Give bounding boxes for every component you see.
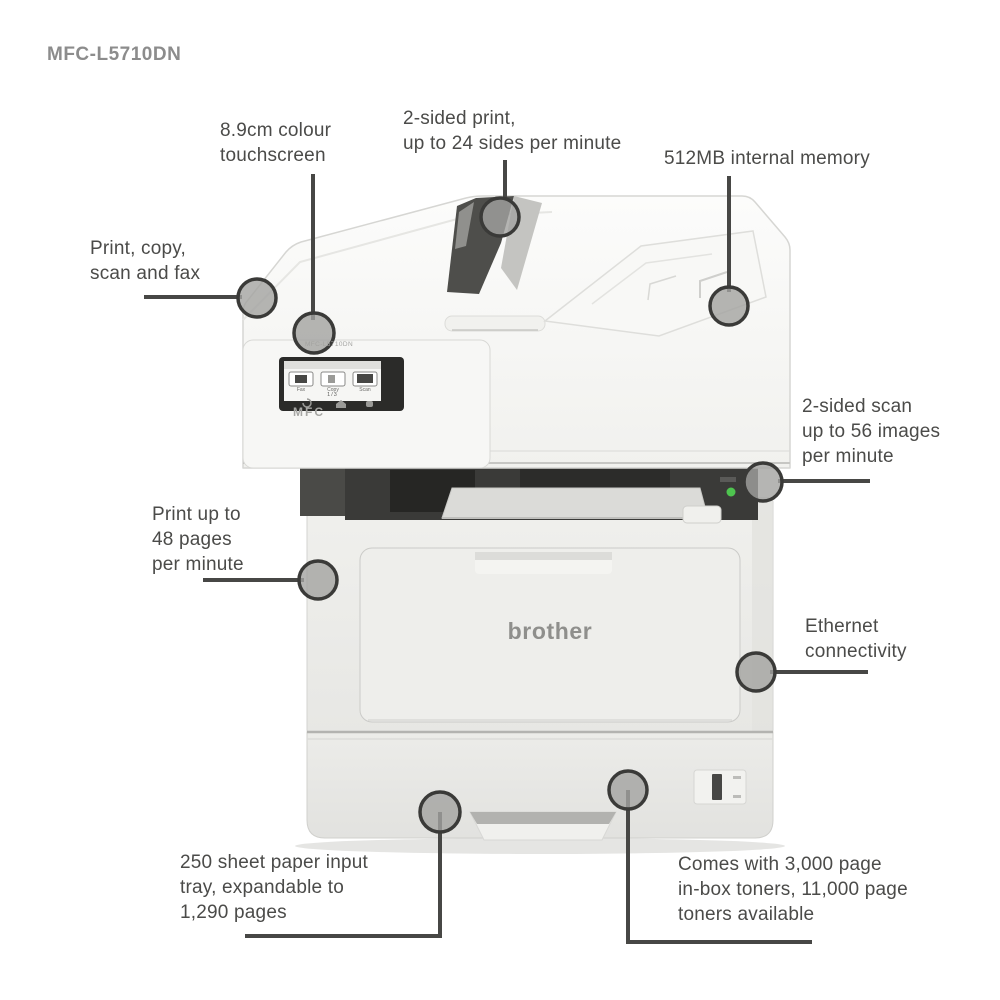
scan-icon [357, 374, 373, 383]
screen-status-bar [284, 361, 381, 369]
callout-marker-duplex-print [479, 196, 521, 238]
status-led [726, 487, 736, 497]
lid-grip-notch [444, 315, 546, 332]
callout-label-duplex-scan: 2-sided scan up to 56 images per minute [802, 396, 941, 467]
flap-line-1 [591, 253, 713, 305]
flap-line-2 [699, 271, 728, 298]
callout-label-print-copy-scan-fax: Print, copy, scan and fax [90, 238, 201, 284]
body-right-shade [752, 500, 772, 732]
callout-marker-paper-tray [418, 790, 462, 834]
cover-release-button [682, 505, 722, 524]
callout-label-ethernet: Ethernet connectivity [805, 616, 907, 662]
tray-handle-shadow [470, 812, 616, 824]
cover-grip-shadow [475, 552, 612, 560]
adf-slot-inner [455, 202, 474, 249]
front-cover [359, 547, 741, 723]
callout-label-duplex-print: 2-sided print, up to 24 sides per minute [403, 108, 622, 154]
paper-level-bar [712, 774, 722, 800]
callout-label-print-speed: Print up to 48 pages per minute [152, 504, 244, 575]
callout-line-paper-tray [245, 812, 442, 938]
home-icon [336, 400, 346, 408]
callout-label-touchscreen: 8.9cm colour touchscreen [220, 120, 332, 166]
fax-icon [295, 375, 307, 383]
led-label [720, 477, 736, 482]
back-icon [302, 398, 312, 408]
page-title: MFC-L5710DN [47, 44, 182, 65]
paper-level-tick-top [733, 776, 741, 779]
floor-shadow [295, 838, 785, 854]
screen-tile-copy-label: Copy [327, 387, 339, 393]
callout-marker-toner [607, 769, 649, 811]
cavity-detail-2 [520, 468, 670, 488]
callout-label-memory: 512MB internal memory [664, 148, 870, 169]
screen-tile-fax-label: Fax [296, 387, 306, 393]
output-shelf [441, 487, 709, 519]
callout-marker-duplex-scan [742, 461, 784, 503]
callout-marker-print-speed [297, 559, 339, 601]
flap-line-3 [647, 275, 677, 301]
paper-level-tick-bottom [733, 795, 741, 798]
phone-icon [366, 401, 373, 407]
callout-marker-touchscreen [292, 311, 336, 355]
panel-brand-text: MFC [293, 405, 325, 419]
callout-line-toner [626, 790, 812, 944]
brother-logo: brother [507, 618, 593, 644]
callout-marker-ethernet [735, 651, 777, 693]
callout-label-toner: Comes with 3,000 page in-box toners, 11,… [678, 854, 908, 925]
callout-label-paper-tray: 250 sheet paper input tray, expandable t… [180, 852, 369, 923]
copy-icon [328, 375, 335, 383]
screen-pagination: 1/3 [327, 392, 338, 398]
screen-tile-scan-label: Scan [359, 387, 371, 393]
panel-model-text: MFC-L5710DN [304, 341, 354, 348]
callout-marker-memory [708, 285, 750, 327]
callout-marker-print-copy-scan-fax [236, 277, 278, 319]
